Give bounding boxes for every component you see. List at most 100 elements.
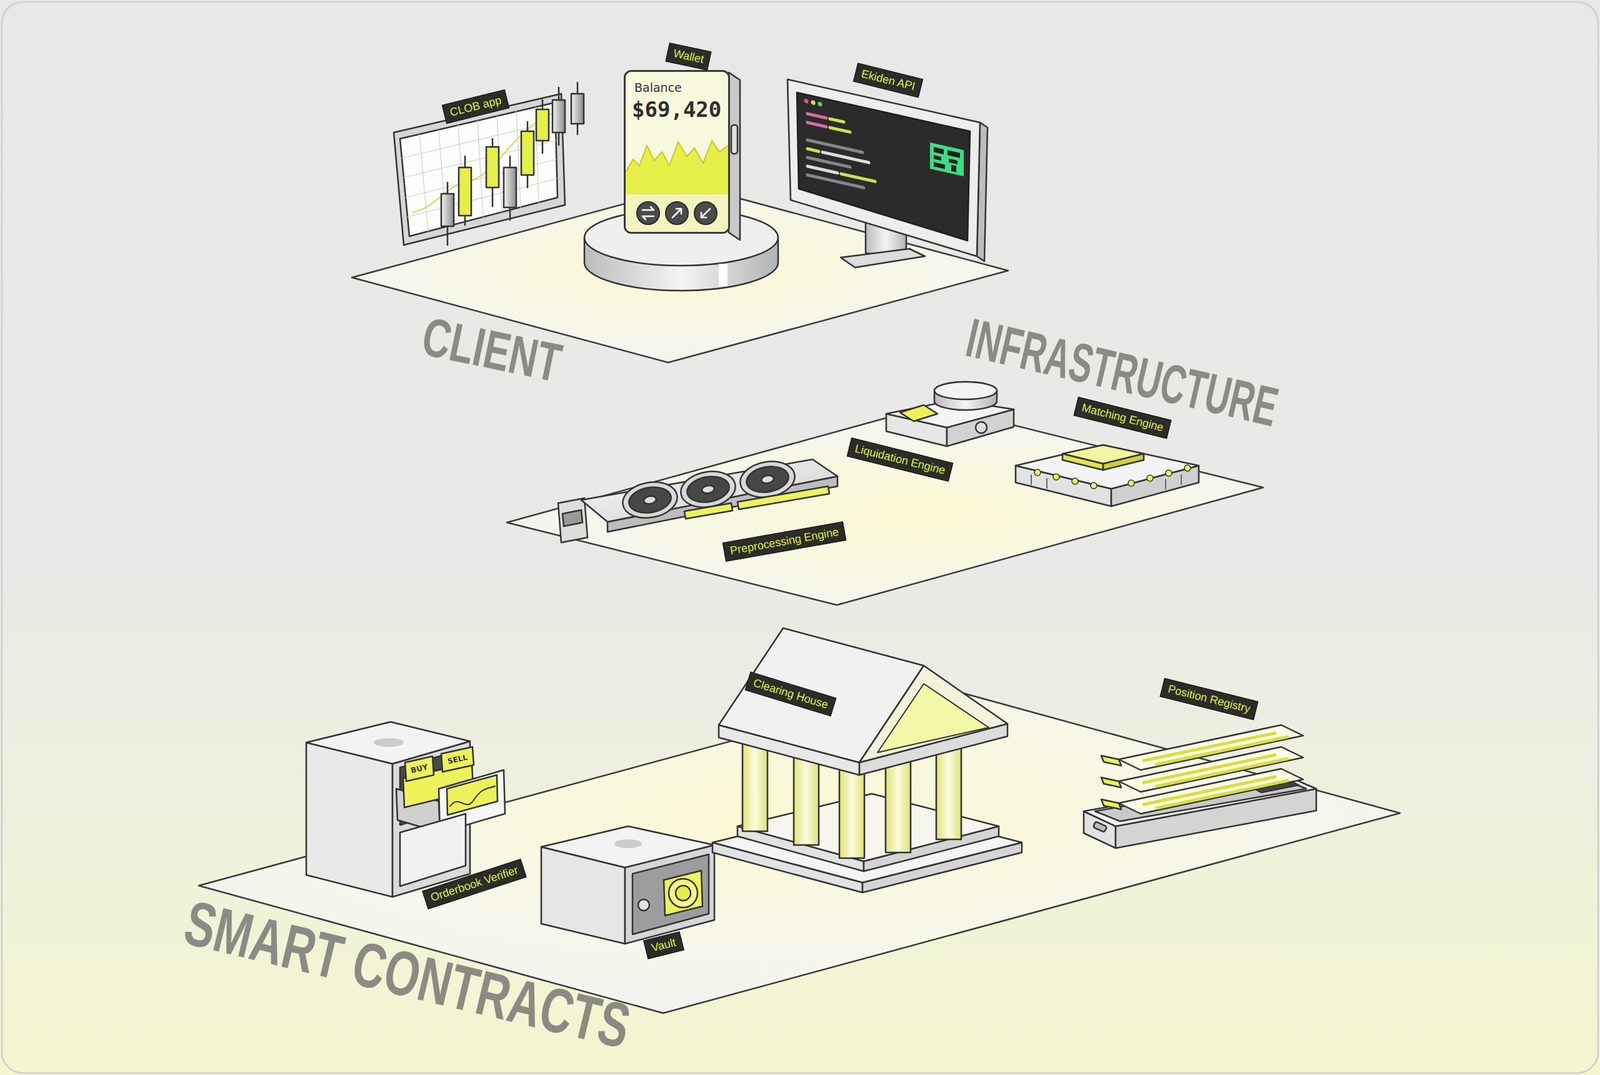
wallet-screen-art-part [625,194,729,232]
registry-sheets [1101,725,1304,814]
liquidation-machine-part [975,421,987,434]
api-monitor-part-part [807,148,819,152]
clearing-house-temple [712,628,1022,893]
component-tag-text: Liquidation Engine [853,441,947,477]
component-tag: CLOB app [441,88,510,124]
candlestick-chart-part-part [407,178,557,217]
platform-surface [506,405,1264,605]
clearing-house-temple-part [877,683,989,753]
matching-chip-part-part [1090,482,1097,489]
vault-safe-part [668,878,698,908]
registry-sheets-part-part [1101,799,1122,810]
component-tag: Vault [643,931,684,960]
gpu-card-part-part [643,495,657,505]
candlestick-chart-part [552,100,565,133]
matching-chip-part-part [1165,479,1167,489]
api-monitor-part-part [933,155,942,161]
api-monitor-part-part [818,101,823,107]
candlestick-chart-part [503,167,517,208]
gpu-card-part [558,498,588,543]
api-monitor-part-part [930,142,964,177]
wallet-screen-art-part [642,206,710,220]
matching-chip-part [1103,453,1144,470]
matching-chip-part-part [1128,480,1135,487]
wallet-screen-art-part-part [694,201,717,225]
component-tag-text: Vault [650,935,678,955]
clearing-house-temple-part [793,751,819,845]
candlestick-chart-part-part [419,134,429,232]
wallet-screen-art-part [625,140,729,172]
registry-sheets-part-part [1101,755,1122,766]
api-monitor-part-part [807,122,827,127]
registry-sheets-part-part [1156,736,1288,765]
gpu-card-part [620,478,680,522]
layer-platform: SMART CONTRACTSClearing HousePosition Re… [181,612,1419,1063]
candlestick-chart-part [400,102,558,237]
component-tag-text: Clearing House [751,675,830,712]
matching-chip-part [1015,445,1199,489]
component-tag-text: CLOB app [448,93,503,120]
matching-chip-part-part [1034,469,1041,476]
wallet-screen-art-part [636,201,717,225]
wallet-screen-art [625,71,729,232]
orderbook-cabinet-part [306,742,393,897]
clearing-house-temple-part [742,737,768,832]
liquidation-machine-part [900,405,938,422]
candlestick-chart [393,82,584,245]
matching-chip-part [1062,453,1104,470]
wallet-pedestal [584,72,779,291]
wallet-screen-art-part-part [642,206,654,210]
api-monitor-part-part [951,165,957,173]
wallet-pedestal-part [731,125,738,154]
candlestick-chart-part [521,131,534,175]
orderbook-cabinet-part [450,786,495,807]
gpu-card-part-part [685,473,732,505]
api-monitor-part [796,92,970,241]
api-monitor-part [840,248,925,268]
matching-chip [1015,445,1199,507]
api-monitor-part-part [804,98,809,104]
registry-sheets-part-part [1118,725,1304,770]
vault-safe-part [632,854,709,935]
component-tag: Liquidation Engine [846,437,954,482]
registry-sheets-part-part [1101,777,1122,788]
matching-chip-part-part [1165,470,1172,477]
layer-platform: CLIENTCLOB appWallet Balance$69,420Ekide… [337,37,1038,394]
layer-platform: INFRASTRUCTURELiquidation EngineMatching… [487,300,1313,625]
matching-chip-part-part [1046,478,1048,489]
api-monitor-part [804,98,965,210]
gpu-card-part-part [620,478,680,522]
gpu-card-part-part [626,483,674,516]
registry-sheets-part [1101,725,1304,770]
api-monitor-part [787,79,980,257]
registry-tray-part [1093,821,1107,833]
matching-chip-part-part [1184,465,1191,472]
component-tag: Clearing House [745,671,837,717]
api-monitor-part-part [830,118,844,122]
wallet-screen-art-part-part [665,201,689,225]
liquidation-machine [886,381,1014,447]
wallet-device: Balance$69,420 [623,70,730,234]
wallet-screen-art-part-part [701,208,710,218]
api-monitor-part-part [830,127,850,132]
api-monitor-part-part [807,166,838,174]
component-tag-text: Preprocessing Engine [728,524,840,557]
liquidation-machine-part [934,381,997,400]
component-tag-text: Orderbook Verifier [428,862,520,904]
matching-chip-part-part [1071,478,1079,485]
api-monitor-part-part [807,140,863,153]
api-monitor-part-part [841,173,875,182]
component-tag-text: Position Registry [1166,681,1252,716]
component-tag-text: Ekiden API [860,66,917,94]
component-tag: Preprocessing Engine [722,521,847,562]
candlestick-chart-part [401,106,557,232]
clearing-house-temple-part [839,764,865,859]
candlestick-chart-part [393,93,565,245]
gpu-card-part [684,503,733,519]
candlestick-chart-part-part [477,120,484,217]
isometric-illustration-part [306,72,1317,944]
wallet-screen-art-part-part [636,201,660,225]
orderbook-cabinet-part [441,746,474,772]
clearing-house-temple-part [885,758,911,853]
wallet-screen-art-part-part [642,216,654,220]
